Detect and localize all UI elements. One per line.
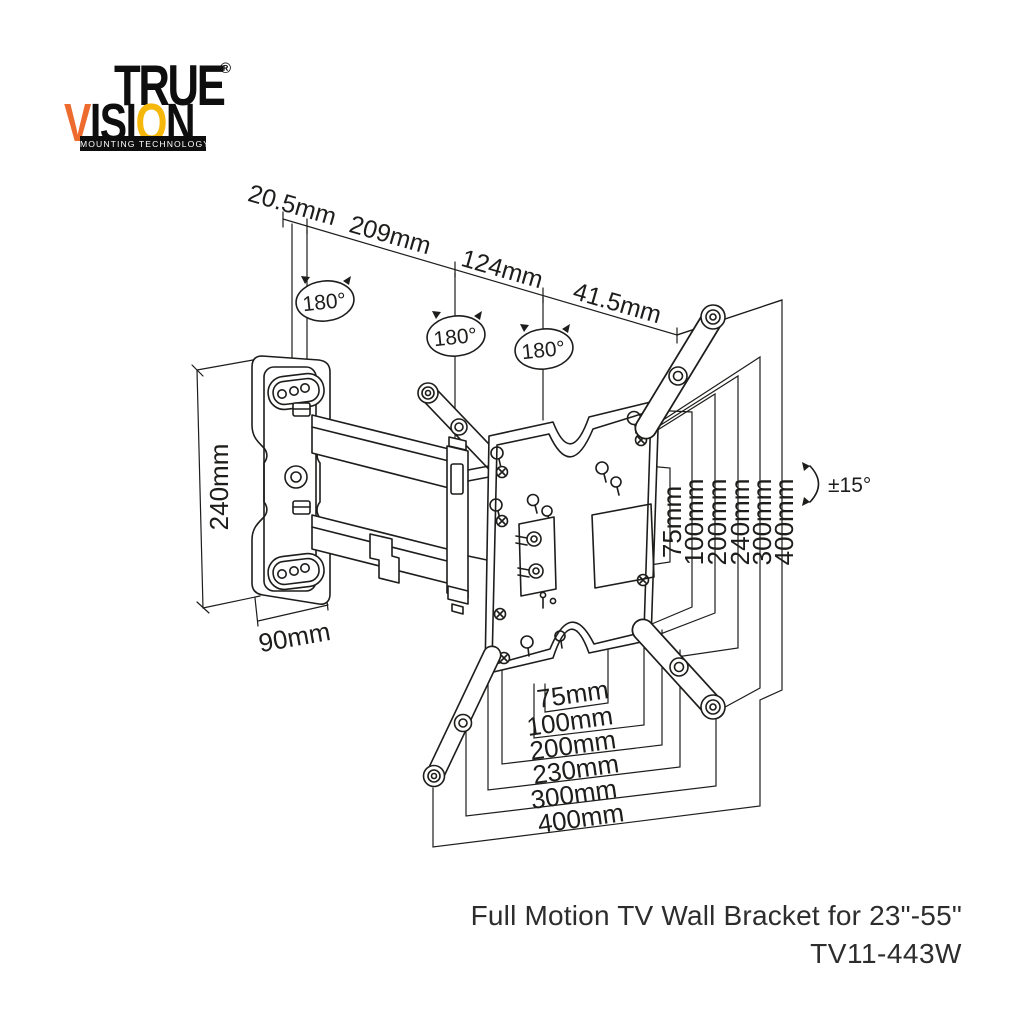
vesa-screws <box>493 433 652 665</box>
dim-top-4: 41.5mm <box>570 277 665 329</box>
swivel-label-1: 180° <box>302 289 348 316</box>
registered-trademark-icon: ® <box>220 60 232 77</box>
swivel-label-2: 180° <box>433 324 479 351</box>
diagonal-arm-sw <box>422 645 502 788</box>
vesa-plate-drawing <box>484 399 660 675</box>
bottom-dimension-brackets <box>432 619 761 848</box>
articulating-arms <box>311 414 490 615</box>
dim-right-3: 200mm <box>702 479 732 566</box>
logo-tagline: MOUNTING TECHNOLOGY <box>80 136 209 151</box>
dim-right-2: 100mm <box>679 479 709 566</box>
diagonal-arm-ne <box>634 304 726 440</box>
cable-clip <box>369 533 400 584</box>
diagonal-arm-se <box>631 618 726 720</box>
caption: Full Motion TV Wall Bracket for 23"-55" … <box>471 900 962 970</box>
dim-right-4: 240mm <box>725 479 755 566</box>
dim-wall-plate-width: 90mm <box>256 616 332 658</box>
wall-plate-drawing <box>251 355 331 605</box>
dim-right-6: 400mm <box>769 479 799 566</box>
dim-right-1: 75mm <box>657 486 687 558</box>
dim-right-5: 300mm <box>747 479 777 566</box>
right-dimension-brackets <box>636 299 783 713</box>
dim-wall-plate-height: 240mm <box>204 444 234 531</box>
brand-logo: TRUE ® VISION MOUNTING TECHNOLOGY <box>64 53 244 160</box>
dim-top-3: 124mm <box>458 244 546 294</box>
swivel-indicator-2 <box>426 311 486 357</box>
tilt-label: ±15° <box>828 474 871 497</box>
swivel-indicator-1 <box>295 276 355 322</box>
logo-word-true: TRUE <box>114 53 226 118</box>
dim-top-2: 209mm <box>346 210 434 260</box>
diagonal-arm-nw <box>417 382 504 472</box>
swivel-label-3: 180° <box>521 337 567 364</box>
caption-title: Full Motion TV Wall Bracket for 23"-55" <box>470 900 962 931</box>
swivel-indicator-3 <box>514 324 574 370</box>
caption-model: TV11-443W <box>810 938 962 969</box>
tilt-indicator <box>802 462 820 506</box>
